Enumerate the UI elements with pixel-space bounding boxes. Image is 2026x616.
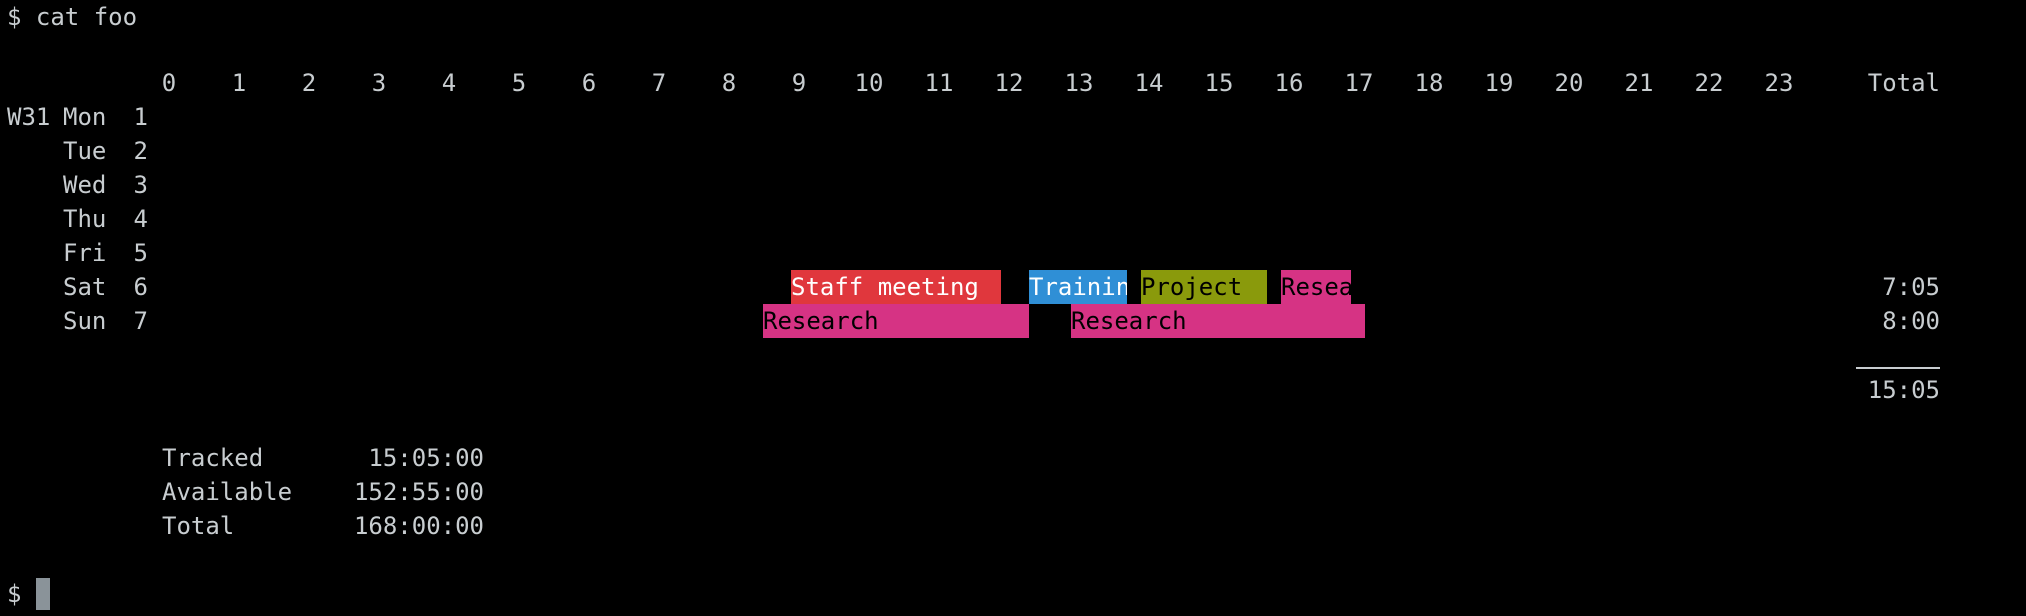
hour-label: 6 bbox=[581, 69, 597, 97]
hour-label: 3 bbox=[371, 69, 387, 97]
event-block: Research bbox=[763, 304, 1029, 338]
hour-label: 16 bbox=[1274, 69, 1304, 97]
event-block: Resea bbox=[1281, 270, 1351, 304]
day-name: Sun bbox=[63, 307, 107, 335]
summary-available-value: 152:55:00 bbox=[353, 478, 484, 506]
hour-label: 19 bbox=[1484, 69, 1514, 97]
hour-label: 10 bbox=[854, 69, 884, 97]
day-name: Fri bbox=[63, 239, 107, 267]
hour-label: 7 bbox=[651, 69, 667, 97]
hour-label: 12 bbox=[994, 69, 1024, 97]
hour-label: 18 bbox=[1414, 69, 1444, 97]
day-total bbox=[1800, 236, 1940, 270]
hour-label: 4 bbox=[441, 69, 457, 97]
day-total bbox=[1800, 202, 1940, 236]
day-date: 4 bbox=[133, 205, 148, 233]
day-name: Wed bbox=[63, 171, 107, 199]
day-date: 2 bbox=[133, 137, 148, 165]
week-label: W31 bbox=[7, 103, 51, 131]
event-block: Trainin bbox=[1029, 270, 1127, 304]
shell-prompt: $ bbox=[7, 580, 22, 608]
hour-label: 23 bbox=[1764, 69, 1794, 97]
day-date: 1 bbox=[133, 103, 148, 131]
hour-label: 8 bbox=[721, 69, 737, 97]
hour-label: 1 bbox=[231, 69, 247, 97]
hour-label: 15 bbox=[1204, 69, 1234, 97]
command-line: $ cat foo bbox=[7, 3, 138, 31]
hour-label: 17 bbox=[1344, 69, 1374, 97]
day-total bbox=[1800, 134, 1940, 168]
day-name: Mon bbox=[63, 103, 107, 131]
day-name: Sat bbox=[63, 273, 107, 301]
event-block: Project bbox=[1141, 270, 1267, 304]
day-date: 7 bbox=[133, 307, 148, 335]
event-block: Research bbox=[1071, 304, 1365, 338]
summary-available-label: Available bbox=[162, 478, 293, 506]
day-name: Thu bbox=[63, 205, 107, 233]
day-total: 7:05 bbox=[1882, 273, 1940, 301]
hour-label: 5 bbox=[511, 69, 527, 97]
summary-tracked-label: Tracked bbox=[162, 444, 264, 472]
day-total: 8:00 bbox=[1882, 307, 1940, 335]
day-total bbox=[1800, 100, 1940, 134]
hour-label: 11 bbox=[924, 69, 954, 97]
summary-total-label: Total bbox=[162, 512, 235, 540]
hour-label: 2 bbox=[301, 69, 317, 97]
event-block: Staff meeting bbox=[791, 270, 1001, 304]
day-total bbox=[1800, 168, 1940, 202]
total-column-header: Total bbox=[1867, 69, 1940, 97]
day-date: 5 bbox=[133, 239, 148, 267]
hour-label: 0 bbox=[161, 69, 177, 97]
day-date: 6 bbox=[133, 273, 148, 301]
hour-label: 9 bbox=[791, 69, 807, 97]
hour-label: 20 bbox=[1554, 69, 1584, 97]
day-date: 3 bbox=[133, 171, 148, 199]
total-separator-line bbox=[1856, 367, 1940, 369]
hour-label: 22 bbox=[1694, 69, 1724, 97]
summary-total-value: 168:00:00 bbox=[353, 512, 484, 540]
hour-label: 21 bbox=[1624, 69, 1654, 97]
text-cursor[interactable] bbox=[36, 578, 50, 610]
summary-tracked-value: 15:05:00 bbox=[368, 444, 484, 472]
hour-label: 14 bbox=[1134, 69, 1164, 97]
grand-total: 15:05 bbox=[1867, 376, 1940, 404]
day-name: Tue bbox=[63, 137, 107, 165]
hour-label: 13 bbox=[1064, 69, 1094, 97]
